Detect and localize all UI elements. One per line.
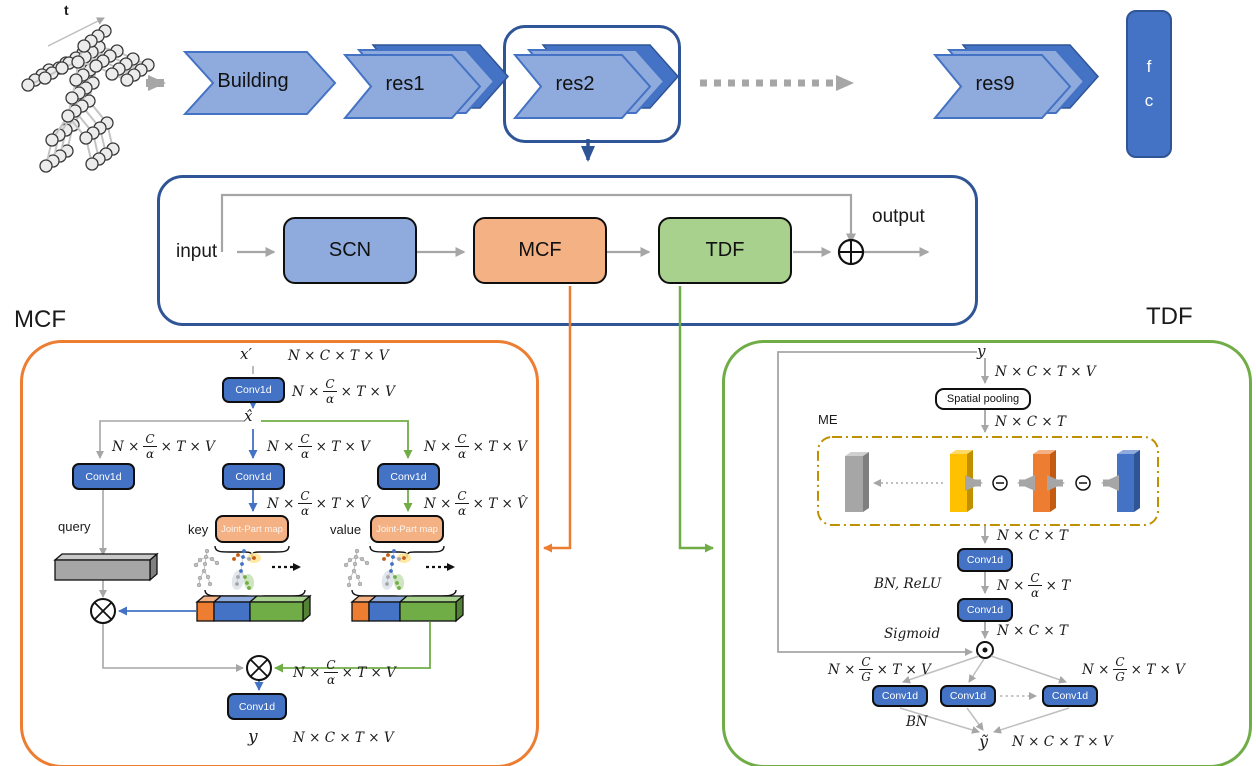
me-memory-bar-gray	[845, 452, 869, 512]
key-segmented-bar	[195, 594, 312, 623]
minus-op-icon	[992, 475, 1008, 491]
building-label: Building	[217, 70, 289, 92]
key-skeleton-parts-icon	[229, 548, 262, 592]
tdf-group-conv1d-1: Conv1d	[872, 685, 928, 707]
mcf-box: MCF	[473, 217, 607, 284]
mcf-conv1d-value: Conv1d	[377, 463, 440, 490]
mcf-expand-arrow	[543, 286, 572, 553]
residual-add-icon	[837, 238, 865, 266]
matmul-icon	[246, 655, 272, 681]
dim-label: N × C × T × V	[293, 730, 394, 746]
matmul1-to-matmul2-line	[102, 624, 244, 672]
time-axis-label: t	[64, 2, 69, 18]
chevron-res2	[512, 44, 680, 119]
chevron-building	[182, 51, 337, 115]
res9-label: res9	[975, 73, 1015, 95]
tdf-conv1d-2: Conv1d	[957, 598, 1013, 622]
skeleton-sequence-icon	[21, 24, 155, 173]
query-tensor-bar	[53, 552, 159, 582]
res1-label: res1	[385, 73, 425, 95]
time-axis-arrow	[47, 17, 105, 47]
input-label: input	[176, 241, 218, 262]
mcf-conv1d-key: Conv1d	[222, 463, 285, 490]
me-dashed-box	[817, 436, 1159, 526]
hadamard-icon	[976, 641, 994, 659]
bn-label: BN	[906, 714, 928, 730]
query-label: query	[58, 519, 91, 534]
spatial-pooling-box: Spatial pooling	[935, 388, 1031, 410]
key-label: key	[188, 522, 209, 537]
minus-op-icon	[1075, 475, 1091, 491]
tdf-title: TDF	[1146, 303, 1193, 330]
dim-label: N × C × T × V	[1012, 734, 1113, 750]
tdf-expand-arrow	[678, 286, 714, 553]
tdf-box: TDF	[658, 217, 792, 284]
resblock-flow-arrows	[220, 193, 930, 257]
me-frame-bar-yellow	[950, 450, 973, 512]
value-skeleton-gray-icon	[343, 548, 370, 588]
tdf-group-conv1d-2: Conv1d	[940, 685, 996, 707]
tdf-spine-arrows	[777, 351, 989, 656]
matmul-icon	[90, 598, 116, 624]
mcf-y-label: y	[248, 727, 258, 747]
key-skeleton-gray-icon	[193, 548, 220, 588]
res2-container	[503, 25, 681, 143]
sigmoid-label: Sigmoid	[884, 626, 941, 642]
dim-label: N × C × T	[995, 414, 1066, 430]
tdf-yin-label: y	[977, 342, 986, 360]
tdf-yout-label: ỹ	[979, 732, 989, 751]
query-branch-line	[96, 420, 245, 459]
valuebar-to-matmul2-line	[274, 622, 431, 673]
dim-label: N × C × T	[997, 623, 1068, 639]
chevron-res9	[932, 44, 1100, 119]
bn-relu-label: BN, ReLU	[874, 576, 942, 592]
resblock-container	[157, 175, 978, 326]
fc-box: f c	[1126, 10, 1172, 158]
me-frame-bar-blue	[1117, 450, 1140, 512]
tdf-group-fan-arrows	[899, 655, 1070, 734]
res2-label: res2	[555, 73, 595, 95]
mcf-xhat-label: x̂	[244, 407, 253, 425]
mcf-conv1d-out: Conv1d	[227, 693, 287, 720]
fc-letter-f: f	[1146, 57, 1152, 76]
value-label: value	[330, 522, 362, 537]
scn-box: SCN	[283, 217, 417, 284]
me-frame-bar-orange	[1033, 450, 1056, 512]
me-label: ME	[818, 412, 838, 427]
tdf-group-conv1d-n: Conv1d	[1042, 685, 1098, 707]
key-joint-part-map-box: Joint-Part map	[215, 515, 289, 543]
value-skeleton-parts-icon	[379, 548, 412, 592]
mcf-conv1d-top: Conv1d	[222, 377, 285, 403]
value-joint-part-map-box: Joint-Part map	[370, 515, 444, 543]
value-branch-line	[261, 420, 413, 459]
mcf-conv1d-query: Conv1d	[72, 463, 135, 490]
output-label: output	[872, 206, 925, 227]
mcf-xin-label: x′	[240, 345, 252, 363]
dim-label: N × C × T	[997, 528, 1068, 544]
chevron-res1	[342, 44, 510, 119]
mcf-title: MCF	[14, 306, 66, 333]
dim-label: N × C × T × V	[995, 364, 1096, 380]
dim-label: N × C × T × V	[288, 348, 389, 364]
value-segmented-bar	[350, 594, 465, 623]
fc-letter-c: c	[1144, 91, 1154, 110]
tdf-conv1d-1: Conv1d	[957, 548, 1013, 572]
